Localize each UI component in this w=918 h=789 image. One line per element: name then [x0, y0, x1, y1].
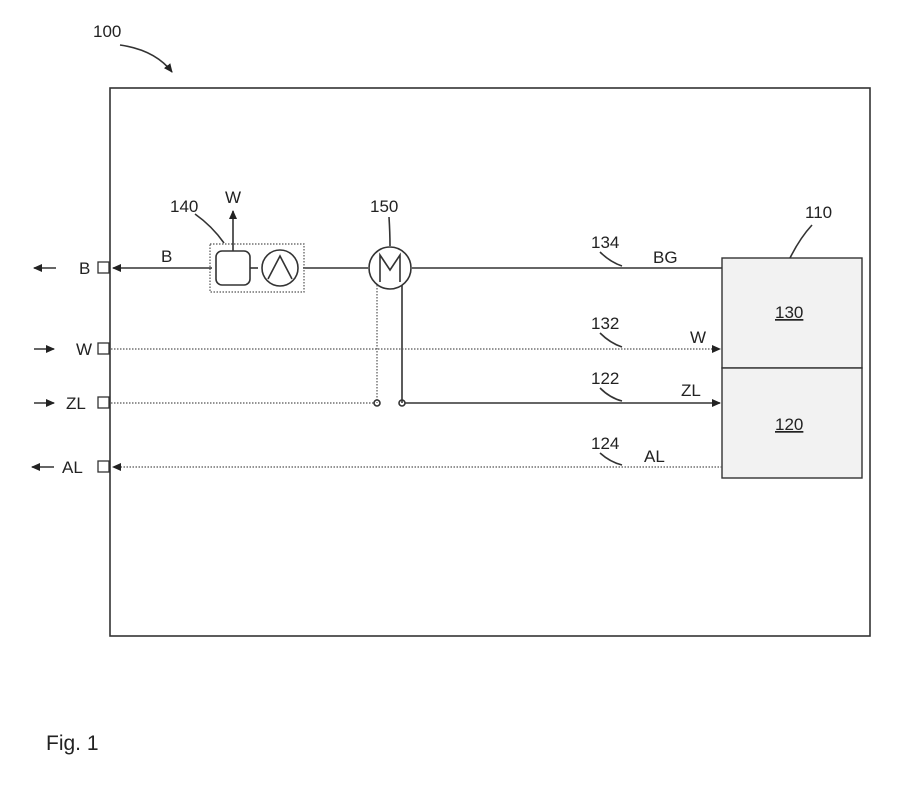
ref-122-label: 122 [591, 369, 619, 388]
ref-110-leader [790, 225, 812, 258]
port-al [98, 461, 109, 472]
component-150-exchanger [369, 247, 411, 289]
port-w-label: W [76, 340, 92, 359]
ref-132-leader [600, 333, 622, 347]
ref-150-label: 150 [370, 197, 398, 216]
ref-100-label: 100 [93, 22, 121, 41]
port-zl [98, 397, 109, 408]
component-140-pump-symbol [268, 256, 292, 279]
box-120-label: 120 [775, 415, 803, 434]
line-b-name: B [161, 247, 172, 266]
ref-110-label: 110 [805, 203, 832, 222]
component-140-unit [216, 251, 250, 285]
port-zl-label: ZL [66, 394, 86, 413]
box-130-label: 130 [775, 303, 803, 322]
ref-124-leader [600, 453, 622, 465]
port-b [98, 262, 109, 273]
component-150-symbol [380, 255, 400, 282]
port-b-label: B [79, 259, 90, 278]
ref-124-label: 124 [591, 434, 619, 453]
line-124-name: AL [644, 447, 665, 466]
ref-134-label: 134 [591, 233, 619, 252]
ref-140-leader [195, 214, 224, 243]
ref-140-label: 140 [170, 197, 198, 216]
port-al-label: AL [62, 458, 83, 477]
ref-150-leader [389, 217, 390, 246]
port-w [98, 343, 109, 354]
ref-122-leader [600, 388, 622, 401]
ref-100-leader [120, 45, 172, 72]
line-122-name: ZL [681, 381, 701, 400]
output-w-label: W [225, 188, 241, 207]
figure-caption: Fig. 1 [46, 732, 99, 755]
ref-132-label: 132 [591, 314, 619, 333]
ref-134-leader [600, 252, 622, 266]
line-134-name: BG [653, 248, 678, 267]
line-132-name: W [690, 328, 706, 347]
